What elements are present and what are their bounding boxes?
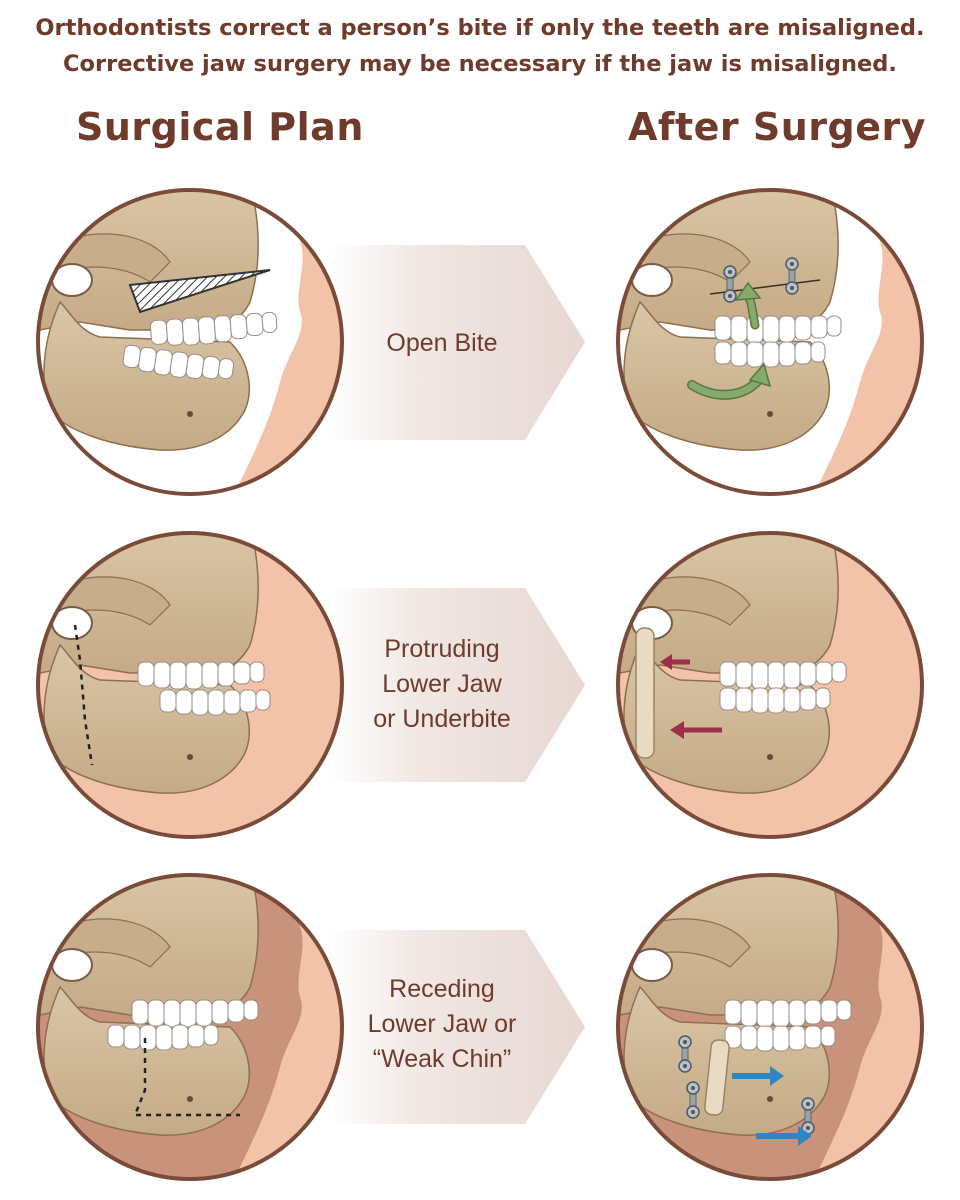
movement-arrow-icon <box>660 654 672 670</box>
column-title-after-surgery: After Surgery <box>628 105 926 149</box>
movement-arrow-icon <box>670 721 684 739</box>
column-title-surgical-plan: Surgical Plan <box>76 105 364 149</box>
row-arrow-shape <box>330 245 585 440</box>
header-line-1: Orthodontists correct a person’s bite if… <box>35 15 925 41</box>
label-underbite: Protruding Lower Jaw or Underbite <box>342 632 542 737</box>
weak-chin-plan-illustration <box>38 875 342 1179</box>
label-line: Lower Jaw <box>382 670 502 698</box>
row-arrow-shape <box>330 930 585 1124</box>
weak-chin-after-circle <box>616 873 924 1181</box>
row-open-bite <box>36 188 924 496</box>
bone-graft-strip <box>635 627 655 759</box>
label-open-bite: Open Bite <box>342 326 542 361</box>
movement-arrow-icon <box>734 281 762 301</box>
label-weak-chin: Receding Lower Jaw or “Weak Chin” <box>342 972 542 1077</box>
underbite-plan-illustration <box>38 533 342 837</box>
weak-chin-after-illustration <box>618 875 922 1179</box>
bone-graft-strip <box>704 1039 730 1116</box>
label-line: Receding <box>389 975 495 1003</box>
hatch-wedge-icon <box>128 269 271 314</box>
movement-arrow-icon <box>748 362 772 388</box>
row-underbite <box>36 531 924 839</box>
label-line: or Underbite <box>373 705 511 733</box>
underbite-plan-circle <box>36 531 344 839</box>
underbite-after-circle <box>616 531 924 839</box>
row-arrow-shape <box>330 588 585 782</box>
movement-arrow-icon <box>798 1126 812 1146</box>
underbite-after-illustration <box>618 533 922 837</box>
label-line: “Weak Chin” <box>372 1045 512 1073</box>
open-bite-after-circle <box>616 188 924 496</box>
open-bite-plan-illustration <box>38 190 342 494</box>
movement-arrow-icon <box>770 1066 784 1086</box>
open-bite-after-illustration <box>618 190 922 494</box>
weak-chin-plan-circle <box>36 873 344 1181</box>
dashed-cut-line-icon <box>133 1038 240 1117</box>
label-line: Protruding <box>384 635 500 663</box>
header-line-2: Corrective jaw surgery may be necessary … <box>63 51 897 77</box>
label-line: Lower Jaw or <box>367 1010 517 1038</box>
label-line: Open Bite <box>386 329 498 357</box>
row-weak-chin <box>36 873 924 1181</box>
header: Orthodontists correct a person’s bite if… <box>0 10 960 82</box>
open-bite-plan-circle <box>36 188 344 496</box>
